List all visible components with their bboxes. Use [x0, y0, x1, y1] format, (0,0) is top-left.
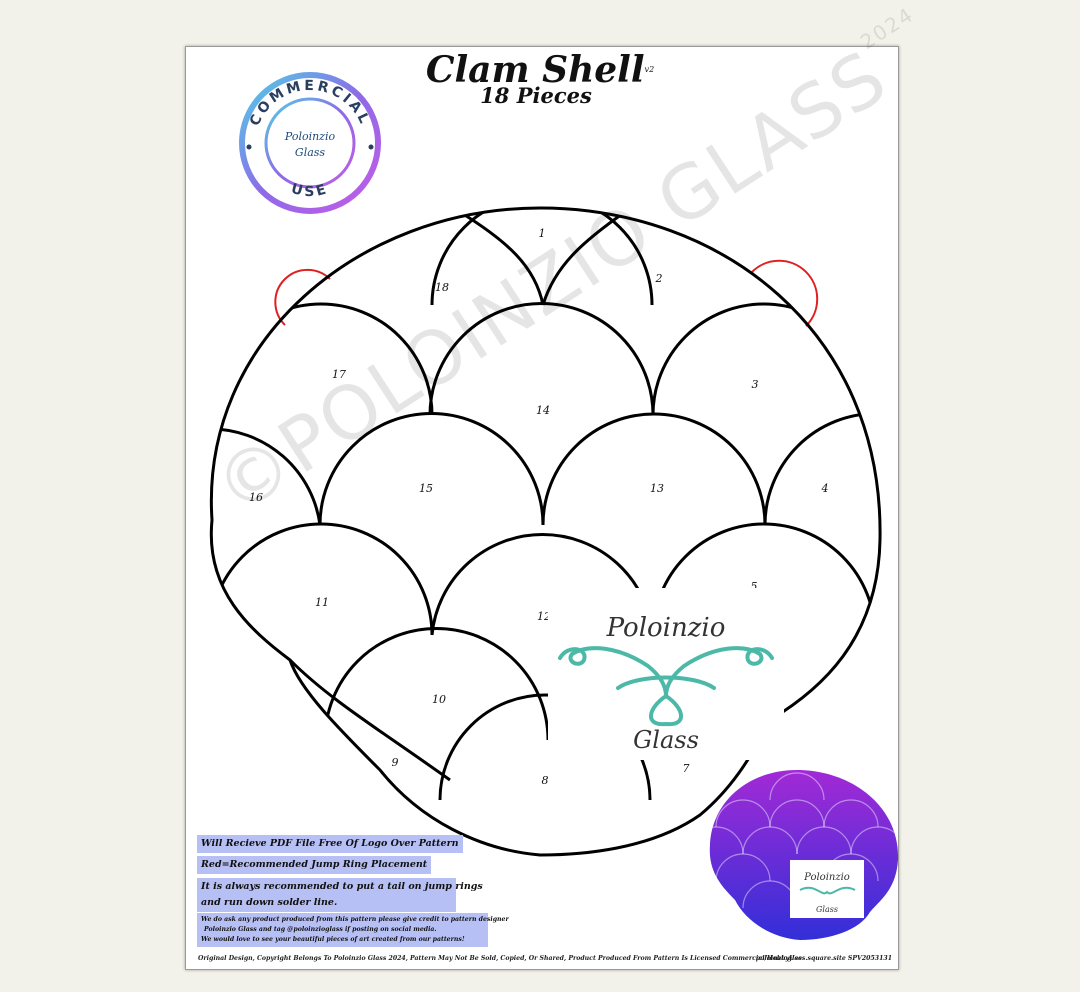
shell-outline [209, 206, 882, 857]
note-credit-line2: Poloinzio Glass and tag @poloinzioglass … [204, 926, 437, 933]
note-credit-line1: We do ask any product produced from this… [201, 916, 509, 923]
jump-rings [274, 259, 819, 327]
piece-number: 5 [751, 580, 758, 593]
piece-number: 1 [539, 227, 546, 240]
note-jump-ring: Red=Recommended Jump Ring Placement [197, 856, 432, 874]
piece-number: 2 [655, 272, 663, 285]
piece-number: 15 [419, 482, 433, 495]
note-tail-line2: and run down solder line. [201, 897, 338, 908]
page-title: Clam Shellv2 [425, 49, 655, 91]
page-subtitle: 18 Pieces [480, 83, 592, 108]
piece-number: 18 [435, 281, 449, 294]
footer-copyright: Original Design, Copyright Belongs To Po… [198, 955, 802, 962]
svg-text:COMMERCIAL: COMMERCIAL [247, 78, 373, 129]
svg-text:USE: USE [289, 181, 330, 200]
piece-number: 12 [537, 610, 551, 623]
note-credit-line3: We would love to see your beautiful piec… [201, 936, 465, 943]
svg-text:Poloinzio: Poloinzio [803, 872, 850, 883]
svg-text:Glass: Glass [633, 726, 699, 754]
jump-ring-right [751, 259, 819, 327]
piece-number: 10 [432, 693, 446, 706]
note-tail-recommendation: It is always recommended to put a tail o… [197, 878, 483, 912]
piece-number: 8 [542, 774, 549, 787]
svg-text:Poloinzio: Poloinzio [606, 613, 726, 643]
piece-number: 14 [536, 404, 550, 417]
piece-number: 11 [315, 596, 329, 609]
brand-logo-overlay: Poloinzio Glass [548, 588, 784, 760]
note-credit: We do ask any product produced from this… [197, 913, 509, 947]
svg-text:Glass: Glass [295, 146, 326, 159]
footer-site: poloinzioglass.square.site SPV2053131 [755, 955, 892, 962]
svg-text:Poloinzio: Poloinzio [284, 130, 336, 143]
footer: Original Design, Copyright Belongs To Po… [198, 955, 894, 962]
colored-preview-thumbnail: Poloinzio Glass [709, 770, 899, 940]
scale-lines [211, 208, 881, 801]
piece-number: 3 [752, 378, 759, 391]
piece-number: 4 [821, 482, 829, 495]
brand-logo: Poloinzio Glass [558, 613, 774, 754]
piece-number: 16 [249, 491, 263, 504]
jump-ring-left [274, 268, 331, 326]
piece-number: 13 [650, 482, 664, 495]
piece-number: 7 [683, 762, 690, 775]
piece-number: 17 [332, 368, 346, 381]
note-pdf-file: Will Recieve PDF File Free Of Logo Over … [197, 835, 463, 853]
svg-text:Glass: Glass [816, 905, 838, 914]
note-tail-line1: It is always recommended to put a tail o… [201, 881, 483, 892]
commercial-use-badge: COMMERCIAL USE Poloinzio Glass [239, 72, 381, 214]
piece-number: 9 [392, 756, 399, 769]
